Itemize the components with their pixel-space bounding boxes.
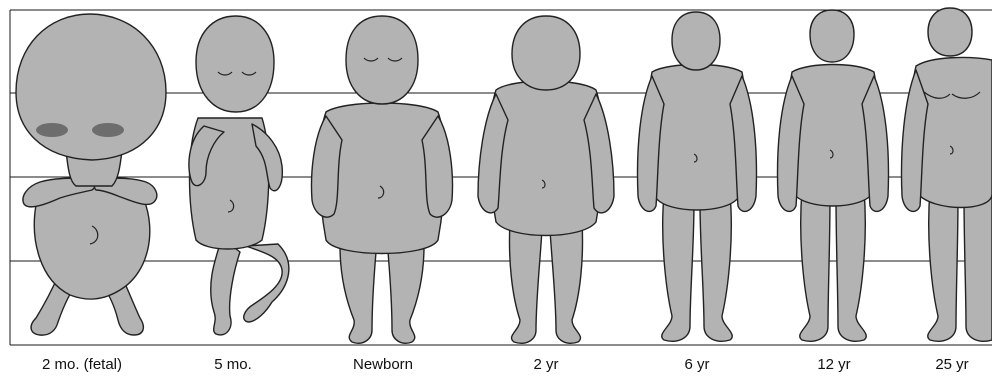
fetal-2mo-eye-left [36,123,68,137]
label-newborn: Newborn [353,356,413,373]
age-6yr-body [638,12,757,341]
figure-age-2yr [478,16,614,343]
age-12yr-body [778,10,889,341]
figure-age-25yr [902,8,992,341]
figure-fetal-2mo [16,14,166,335]
figure-age-12yr [778,10,889,341]
label-fetal-5mo: 5 mo. [214,356,252,373]
fetal-2mo-eye-right [92,123,124,137]
fetal-2mo-body [16,14,166,335]
figure-age-6yr [638,12,757,341]
label-age-12yr: 12 yr [817,356,850,373]
figure-fetal-5mo [189,16,289,335]
newborn-body [312,16,453,343]
age-2yr-body [478,16,614,343]
stage-labels: 2 mo. (fetal) 5 mo. Newborn 2 yr 6 yr 12… [42,356,969,373]
label-fetal-2mo: 2 mo. (fetal) [42,356,122,373]
label-age-6yr: 6 yr [684,356,709,373]
figure-newborn [312,16,453,343]
age-25yr-body [902,8,992,341]
label-age-2yr: 2 yr [533,356,558,373]
fetal-5mo-body [189,16,289,335]
label-age-25yr: 25 yr [935,356,968,373]
